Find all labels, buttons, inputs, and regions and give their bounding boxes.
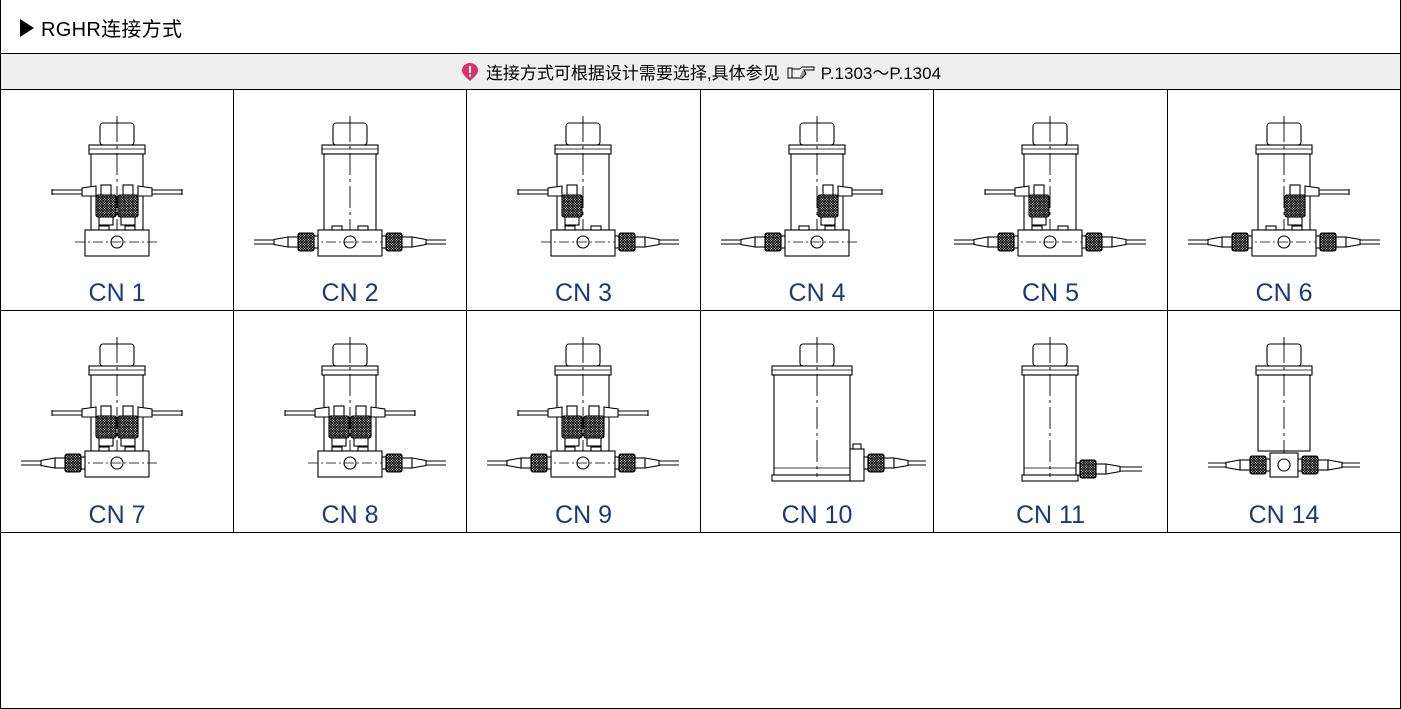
connection-drawing <box>1188 116 1380 257</box>
note-text: 连接方式可根据设计需要选择,具体参见 <box>485 64 780 83</box>
bottom-right-hose <box>1081 232 1146 252</box>
bottom-right-hose <box>614 232 679 252</box>
manifold-block <box>308 446 392 478</box>
connection-cell: CN 3 <box>467 90 701 311</box>
connection-label: CN 7 <box>88 501 146 529</box>
top-left-fitting <box>517 405 583 447</box>
connection-cell: CN 8 <box>234 311 467 532</box>
top-left-fitting <box>517 184 583 226</box>
connection-drawing <box>1021 337 1142 482</box>
page-reference-link[interactable]: P.1303～P.1304 <box>820 64 942 83</box>
connection-cell: CN 5 <box>934 90 1168 311</box>
connection-label: CN 3 <box>555 279 612 307</box>
connection-label: CN 4 <box>788 279 846 307</box>
connection-label: CN 10 <box>781 501 853 529</box>
top-left-fitting <box>984 184 1050 226</box>
connection-label: CN 2 <box>321 279 379 307</box>
side-connector <box>849 443 865 482</box>
pointing-hand-icon <box>787 66 815 78</box>
connection-cell: CN 9 <box>467 311 701 532</box>
center-block <box>1269 452 1299 478</box>
manifold-block <box>541 446 625 478</box>
connection-label: CN 6 <box>1255 279 1313 307</box>
bottom-left-hose <box>1208 455 1271 475</box>
connection-drawing <box>954 116 1146 257</box>
bottom-right-hose <box>1075 459 1142 479</box>
connection-grid: CN 1 CN 2 CN 3 CN 4 CN 5 CN 6 CN 7 CN 8 CN 9 CN 1… <box>0 90 1401 533</box>
connection-cell: CN 4 <box>701 90 934 311</box>
side-hose <box>863 453 926 473</box>
bottom-left-hose <box>21 453 86 473</box>
bottom-left-hose <box>721 232 786 252</box>
bottom-left-hose <box>954 232 1019 252</box>
connection-drawing <box>771 337 926 482</box>
connection-cell: CN 1 <box>1 90 234 311</box>
bottom-right-hose <box>614 453 679 473</box>
connection-label: CN 14 <box>1248 501 1320 529</box>
manifold-block <box>1008 225 1092 257</box>
triangle-bullet-icon <box>20 18 34 37</box>
bottom-left-hose <box>487 453 552 473</box>
top-right-fitting <box>117 405 183 447</box>
connection-cell: CN 14 <box>1168 311 1400 532</box>
caution-icon <box>461 62 478 81</box>
manifold-block <box>775 225 859 257</box>
connection-label: CN 5 <box>1022 279 1079 307</box>
top-left-fitting <box>284 405 350 447</box>
top-right-fitting <box>350 405 416 447</box>
manifold-block <box>308 225 392 257</box>
bottom-right-hose <box>381 232 446 252</box>
top-right-fitting <box>117 184 183 226</box>
connection-drawing <box>284 337 446 478</box>
connection-drawing <box>21 337 183 478</box>
connection-label: CN 8 <box>321 501 379 529</box>
connection-label: CN 9 <box>555 501 612 529</box>
connection-drawing <box>254 116 446 257</box>
bottom-right-hose <box>1315 232 1380 252</box>
note-bar: 连接方式可根据设计需要选择,具体参见 P.1303～P.1304 <box>0 54 1401 90</box>
bottom-left-hose <box>1188 232 1253 252</box>
connection-label: CN 1 <box>88 279 146 307</box>
manifold-block <box>541 225 625 257</box>
connection-cell: CN 6 <box>1168 90 1400 311</box>
connection-drawing <box>51 116 183 257</box>
manifold-block <box>75 446 159 478</box>
blank-area <box>0 533 1401 709</box>
connection-drawing <box>487 337 679 478</box>
cylinder-body <box>771 337 853 482</box>
connection-cell: CN 2 <box>234 90 467 311</box>
connection-cell: CN 11 <box>934 311 1168 532</box>
section-header: RGHR连接方式 <box>0 0 1401 54</box>
cylinder-body <box>1021 337 1079 482</box>
top-right-fitting <box>1284 184 1350 226</box>
manifold-block <box>1242 225 1326 257</box>
connection-cell: CN 7 <box>1 311 234 532</box>
connection-cell: CN 10 <box>701 311 934 532</box>
bottom-right-hose <box>381 453 446 473</box>
top-right-fitting <box>583 405 649 447</box>
connection-drawing <box>721 116 883 257</box>
section-title: RGHR连接方式 <box>41 19 183 41</box>
top-left-fitting <box>51 184 117 226</box>
top-left-fitting <box>51 405 117 447</box>
connection-drawing <box>1208 337 1360 478</box>
connection-drawing <box>517 116 679 257</box>
cylinder-body <box>1255 337 1313 477</box>
connection-label: CN 11 <box>1015 501 1085 529</box>
bottom-right-hose <box>1297 455 1360 475</box>
top-right-fitting <box>817 184 883 226</box>
bottom-left-hose <box>254 232 319 252</box>
manifold-block <box>75 225 159 257</box>
